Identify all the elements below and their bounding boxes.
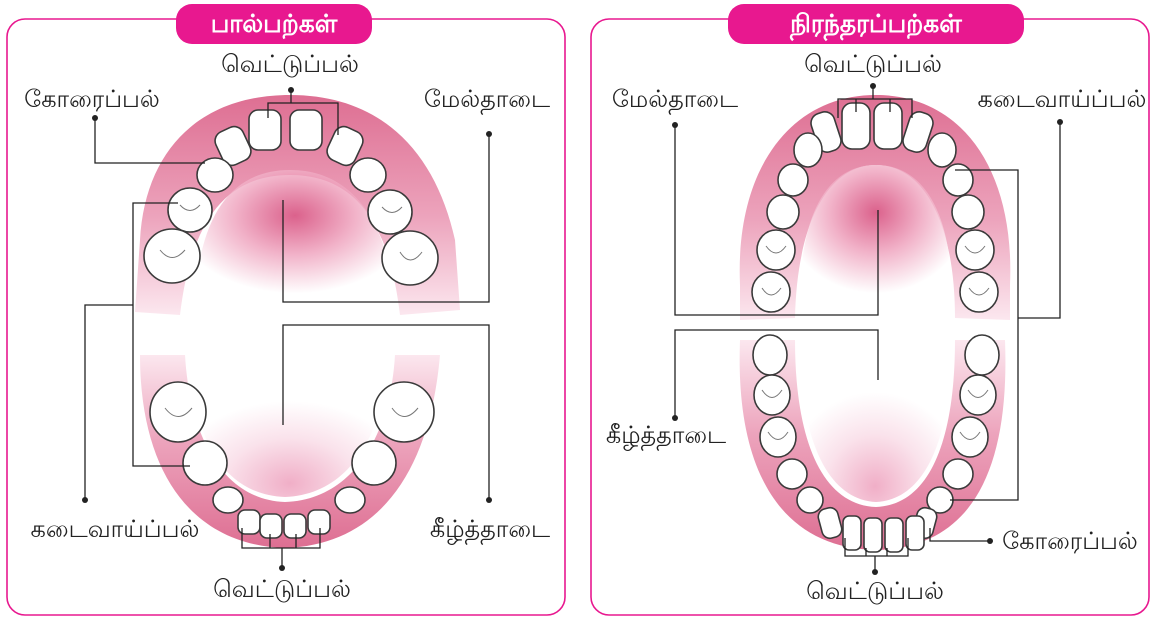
- right-incisor-top-label: வெட்டுப்பல்: [804, 50, 942, 78]
- right-canine-label: கோரைப்பல்: [1002, 527, 1138, 555]
- left-panel: பால்பற்கள்: [7, 4, 565, 615]
- left-upper-jaw: [135, 95, 460, 315]
- left-incisor-top-label: வெட்டுப்பல்: [221, 50, 359, 78]
- right-panel: நிரந்தரப்பற்கள்: [591, 4, 1149, 615]
- right-upper-palate-label: மேல்தாடை: [612, 85, 738, 115]
- right-incisor-bottom-label: வெட்டுப்பல்: [806, 577, 944, 605]
- left-molar-label: கடைவாய்ப்பல்: [31, 515, 200, 543]
- right-molar-label: கடைவாய்ப்பல்: [978, 85, 1147, 113]
- right-title: நிரந்தரப்பற்கள்: [789, 9, 962, 41]
- left-canine-label: கோரைப்பல்: [24, 85, 160, 113]
- right-lower-jaw: [740, 335, 1006, 552]
- right-upper-jaw: [740, 95, 1011, 320]
- left-lower-jaw-label: கீழ்த்தாடை: [430, 515, 550, 545]
- left-title: பால்பற்கள்: [211, 9, 338, 39]
- right-lower-jaw-label: கீழ்த்தாடை: [606, 421, 726, 451]
- left-upper-palate-label: மேல்தாடை: [424, 85, 550, 115]
- left-incisor-bottom-label: வெட்டுப்பல்: [213, 575, 351, 603]
